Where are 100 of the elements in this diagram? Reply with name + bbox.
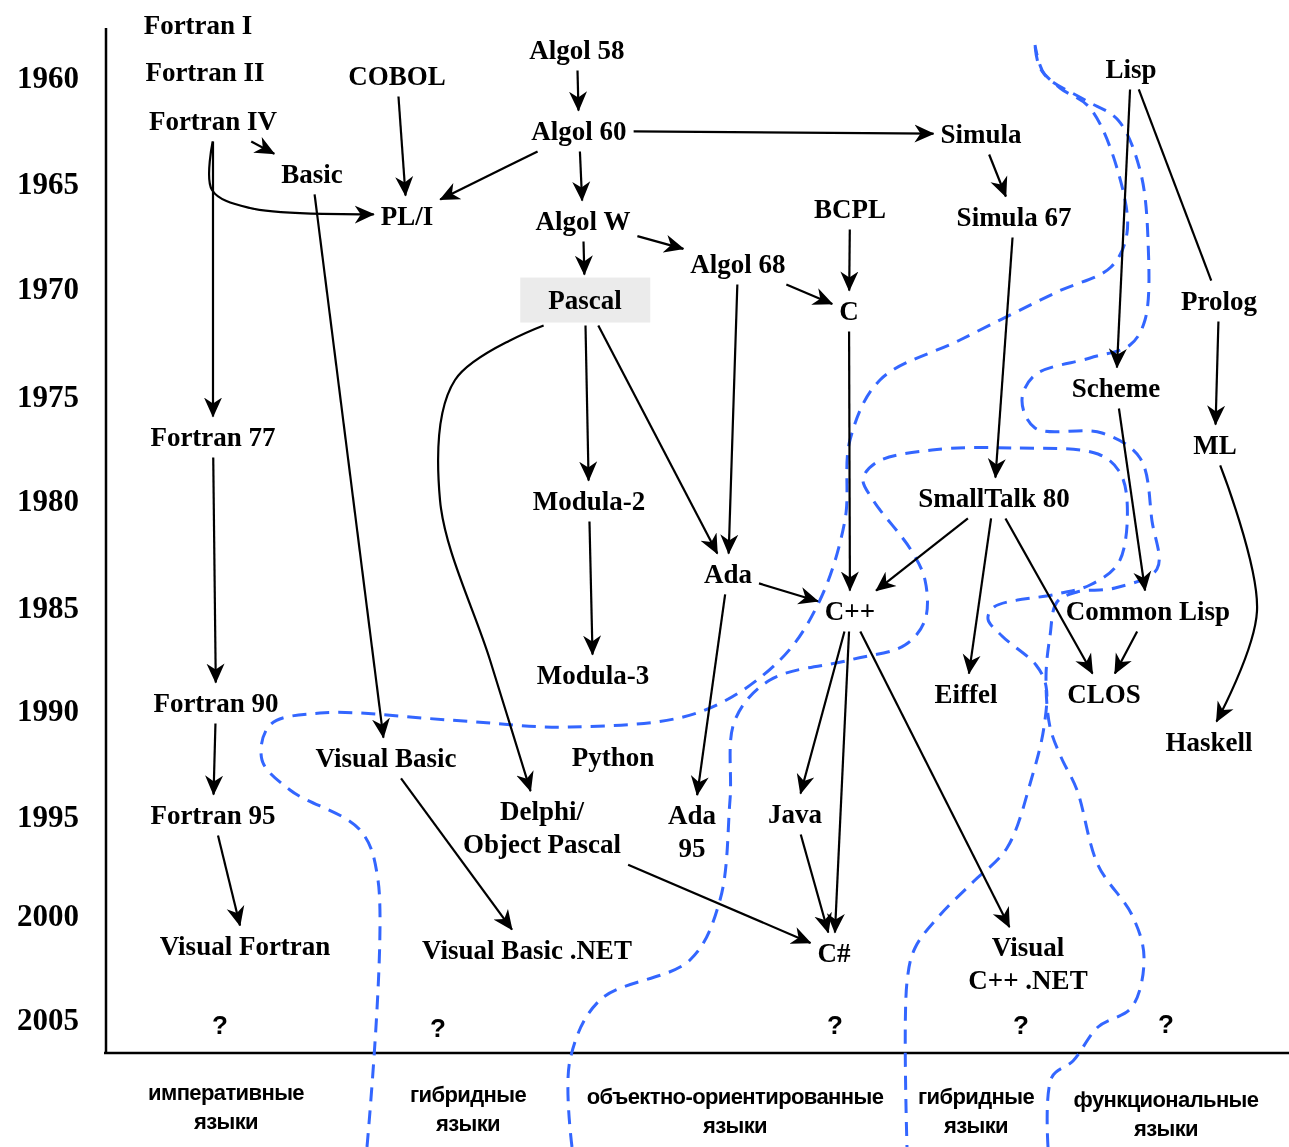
arrow <box>439 150 539 201</box>
arrow <box>796 631 846 795</box>
arrow <box>840 331 859 592</box>
highlighted-box: Pascal <box>520 277 650 323</box>
arrow <box>395 96 414 197</box>
arrow <box>313 194 390 739</box>
language-name: Python <box>567 739 659 775</box>
language-name: Algol W <box>531 203 635 239</box>
arrow <box>436 324 544 792</box>
language-name: COBOL <box>344 58 450 94</box>
arrow <box>987 237 1014 479</box>
year-label: 1995 <box>17 799 79 835</box>
arrow <box>1117 408 1152 592</box>
year-label: 1965 <box>17 166 79 202</box>
question-mark: ? <box>430 1012 446 1044</box>
language-name: Modula-2 <box>528 483 650 519</box>
arrow <box>574 241 593 276</box>
question-mark: ? <box>827 1009 843 1041</box>
language-name: Visual C++ .NET <box>964 930 1092 998</box>
language-name: Fortran 95 <box>146 797 280 833</box>
language-name: Ada 95 <box>664 798 720 866</box>
arrow <box>208 141 375 224</box>
language-name: ML <box>1189 427 1241 463</box>
language-name: Fortran I <box>139 7 257 43</box>
arrow <box>720 284 739 555</box>
arrow <box>206 457 225 684</box>
language-name: BCPL <box>810 191 890 227</box>
language-name: Scheme <box>1067 370 1165 406</box>
arrow <box>627 863 812 944</box>
year-label: 2005 <box>17 1002 79 1038</box>
language-name: Basic <box>277 156 347 192</box>
language-name: PL/I <box>376 198 438 234</box>
category-label: функциональные языки <box>1072 1086 1260 1143</box>
language-name: Fortran 77 <box>146 419 280 455</box>
arrow <box>785 283 834 305</box>
year-label: 1990 <box>17 693 79 729</box>
arrow <box>875 517 969 592</box>
language-name: CLOS <box>1063 676 1145 712</box>
question-mark: ? <box>1013 1009 1029 1041</box>
arrow <box>1004 517 1094 675</box>
language-name: Algol 68 <box>686 246 790 282</box>
arrow <box>1113 630 1139 675</box>
arrow <box>840 229 859 292</box>
arrow <box>637 235 685 253</box>
language-name: C# <box>813 935 855 971</box>
question-mark: ? <box>1158 1008 1174 1040</box>
language-name: Common Lisp <box>1061 593 1235 629</box>
language-name: Simula <box>936 116 1026 152</box>
arrow <box>216 835 245 927</box>
arrow <box>1207 321 1226 426</box>
question-mark: ? <box>212 1009 228 1041</box>
year-label: 2000 <box>17 898 79 934</box>
year-label: 1975 <box>17 379 79 415</box>
language-name: SmallTalk 80 <box>914 480 1074 516</box>
arrow <box>205 723 224 796</box>
arrow <box>1108 89 1132 369</box>
language-name: Visual Basic <box>311 740 461 776</box>
arrow <box>597 324 719 555</box>
language-name: Haskell <box>1161 724 1257 760</box>
language-name: Simula 67 <box>952 199 1076 235</box>
language-name: C <box>835 293 863 329</box>
year-label: 1980 <box>17 483 79 519</box>
language-name: Fortran II <box>141 54 269 90</box>
category-label: императивные языки <box>147 1079 305 1136</box>
arrow <box>859 630 1011 928</box>
language-name: Algol 58 <box>525 32 629 68</box>
arrow <box>583 521 602 656</box>
arrow <box>799 834 832 934</box>
year-label: 1970 <box>17 271 79 307</box>
year-label: 1960 <box>17 60 79 96</box>
arrow <box>569 70 587 112</box>
connector-line <box>1137 89 1213 281</box>
language-name: Ada <box>700 556 756 592</box>
arrow <box>633 124 935 143</box>
language-name: Fortran IV <box>144 103 282 139</box>
arrow <box>400 777 513 931</box>
category-label: объектно-ориентированные языки <box>585 1083 885 1140</box>
arrow <box>250 136 276 155</box>
language-name: Visual Basic .NET <box>418 932 636 968</box>
arrow <box>204 141 222 418</box>
arrow <box>690 594 727 797</box>
arrow <box>826 631 851 934</box>
language-name: Eiffel <box>930 676 1002 712</box>
arrow <box>579 325 598 482</box>
language-name: C++ <box>820 593 880 629</box>
language-name: Prolog <box>1177 283 1261 319</box>
category-label: гибридные языки <box>408 1081 528 1138</box>
language-name: Delphi/ Object Pascal <box>458 794 626 862</box>
language-name: Visual Fortran <box>155 928 335 964</box>
language-name: Modula-3 <box>532 657 654 693</box>
arrow <box>758 582 819 605</box>
language-name: Algol 60 <box>527 113 631 149</box>
arrow <box>572 151 591 202</box>
category-label: гибридные языки <box>916 1083 1036 1140</box>
arrow <box>1215 465 1259 723</box>
language-name: Lisp <box>1101 51 1161 87</box>
arrow <box>962 518 993 675</box>
year-label: 1985 <box>17 590 79 626</box>
arrow <box>988 154 1008 198</box>
language-name: Fortran 90 <box>149 685 283 721</box>
